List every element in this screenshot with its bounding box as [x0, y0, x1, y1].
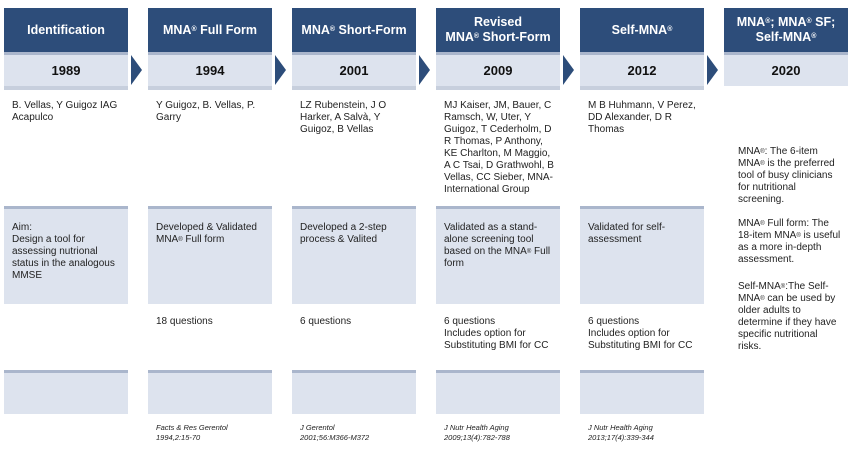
column-header: Identification [4, 8, 128, 52]
column-header: MNA® Full Form [148, 8, 272, 52]
reference-line: J Nutr Health Aging [588, 423, 653, 432]
band-reference [148, 370, 272, 414]
header-line: MNA® Short-Form [445, 30, 551, 44]
column-header: Self-MNA® [580, 8, 704, 52]
column-questions: 6 questions Includes option for Substitu… [588, 316, 693, 351]
column-reference: Facts & Res Gerentol 1994,2:15-70 [156, 423, 268, 443]
column-aim: Aim: Design a tool for assessing nutrion… [12, 222, 115, 281]
band-divider [148, 86, 272, 90]
band-aim [436, 206, 560, 304]
band-aim [4, 206, 128, 304]
column-reference: J Nutr Health Aging 2009;13(4):782-788 [444, 423, 556, 443]
side-note-mna-full-form: MNA® Full form: The 18-item MNA® is usef… [738, 218, 841, 265]
reference-line: Facts & Res Gerentol [156, 423, 228, 432]
timeline-column-identification: Identification 1989 B. Vellas, Y Guigoz … [4, 0, 128, 449]
timeline-arrow-icon [563, 55, 574, 85]
column-authors: LZ Rubenstein, J O Harker, A Salvà, Y Gu… [300, 100, 387, 135]
header-line: MNA® Full Form [162, 22, 258, 37]
column-year: 2009 [436, 52, 560, 86]
band-divider [580, 86, 704, 90]
timeline-column-2020: MNA®; MNA® SF; Self-MNA® 2020 [724, 0, 848, 449]
reference-line: 2013;17(4):339-344 [588, 433, 654, 442]
column-questions: 6 questions [300, 316, 352, 327]
band-reference [436, 370, 560, 414]
header-line: Identification [27, 22, 105, 37]
band-divider [292, 86, 416, 90]
column-questions: 18 questions [156, 316, 213, 327]
column-aim: Validated for self-assessment [588, 222, 666, 245]
column-aim: Developed & Validated MNA® Full form [156, 222, 257, 245]
header-line: Self-MNA® [611, 22, 673, 37]
timeline-column-mna-short-form: MNA® Short-Form 2001 LZ Rubenstein, J O … [292, 0, 416, 449]
column-reference: J Gerentol 2001;56:M366-M372 [300, 423, 412, 443]
header-line: Self-MNA® [755, 30, 817, 44]
column-aim: Validated as a stand-alone screening too… [444, 222, 551, 269]
column-header: Revised MNA® Short-Form [436, 8, 560, 52]
column-authors: Y Guigoz, B. Vellas, P. Garry [156, 100, 256, 123]
header-line: MNA® Short-Form [301, 22, 407, 37]
header-line: Revised [474, 15, 522, 29]
band-aim [580, 206, 704, 304]
band-reference [580, 370, 704, 414]
column-questions: 6 questions Includes option for Substitu… [444, 316, 549, 351]
column-year: 2012 [580, 52, 704, 86]
timeline-column-self-mna: Self-MNA® 2012 M B Huhmann, V Perez, DD … [580, 0, 704, 449]
band-reference [4, 370, 128, 414]
column-authors: B. Vellas, Y Guigoz IAG Acapulco [12, 100, 118, 123]
reference-line: J Gerentol [300, 423, 335, 432]
column-header: MNA®; MNA® SF; Self-MNA® [724, 8, 848, 52]
band-aim [148, 206, 272, 304]
band-divider [436, 86, 560, 90]
timeline-arrow-icon [131, 55, 142, 85]
column-header: MNA® Short-Form [292, 8, 416, 52]
column-year: 1989 [4, 52, 128, 86]
band-aim [292, 206, 416, 304]
timeline-arrow-icon [707, 55, 718, 85]
column-year: 2020 [724, 52, 848, 86]
column-year: 2001 [292, 52, 416, 86]
band-reference [292, 370, 416, 414]
column-year: 1994 [148, 52, 272, 86]
reference-line: 2001;56:M366-M372 [300, 433, 370, 442]
column-authors: M B Huhmann, V Perez, DD Alexander, D R … [588, 100, 696, 135]
column-reference: J Nutr Health Aging 2013;17(4):339-344 [588, 423, 700, 443]
timeline-arrow-icon [275, 55, 286, 85]
band-divider [4, 86, 128, 90]
reference-line: 1994,2:15-70 [156, 433, 201, 442]
column-authors: MJ Kaiser, JM, Bauer, C Ramsch, W, Uter,… [444, 100, 554, 195]
reference-line: 2009;13(4):782-788 [444, 433, 510, 442]
timeline-column-mna-full-form: MNA® Full Form 1994 Y Guigoz, B. Vellas,… [148, 0, 272, 449]
side-note-mna: MNA®: The 6-item MNA® is the preferred t… [738, 146, 835, 205]
side-note-self-mna: Self-MNA®:The Self-MNA® can be used by o… [738, 281, 837, 352]
timeline-column-revised-mna-short-form: Revised MNA® Short-Form 2009 MJ Kaiser, … [436, 0, 560, 449]
column-aim: Developed a 2-step process & Valited [300, 222, 387, 245]
timeline-arrow-icon [419, 55, 430, 85]
header-line: MNA®; MNA® SF; [736, 15, 836, 29]
reference-line: J Nutr Health Aging [444, 423, 509, 432]
